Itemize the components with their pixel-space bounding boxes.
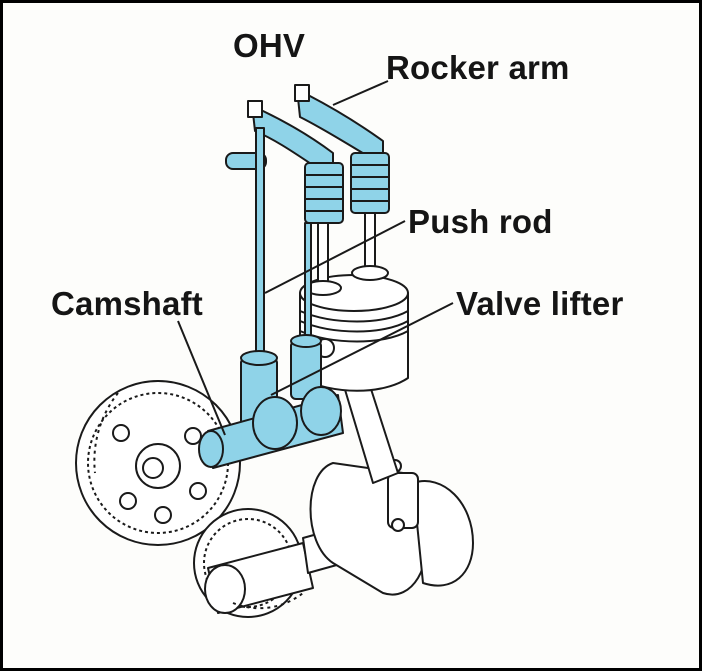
push-rod-leader	[264, 220, 406, 294]
camshaft	[198, 386, 344, 469]
rocker-arm-leader	[332, 80, 389, 106]
camshaft-gear	[75, 380, 241, 546]
valves	[304, 172, 389, 296]
valve-springs	[304, 152, 390, 224]
ohv-engine-illustration	[75, 80, 474, 618]
diagram-title: OHV	[233, 27, 306, 64]
crankshaft-gear	[193, 508, 314, 618]
label-rocker-arm: Rocker arm	[386, 49, 570, 86]
label-camshaft: Camshaft	[51, 285, 203, 322]
label-push-rod: Push rod	[408, 203, 553, 240]
camshaft-leader	[177, 320, 226, 436]
label-valve-lifter: Valve lifter	[456, 285, 624, 322]
crankshaft	[302, 459, 474, 596]
valve-lifter-leader	[270, 302, 454, 396]
